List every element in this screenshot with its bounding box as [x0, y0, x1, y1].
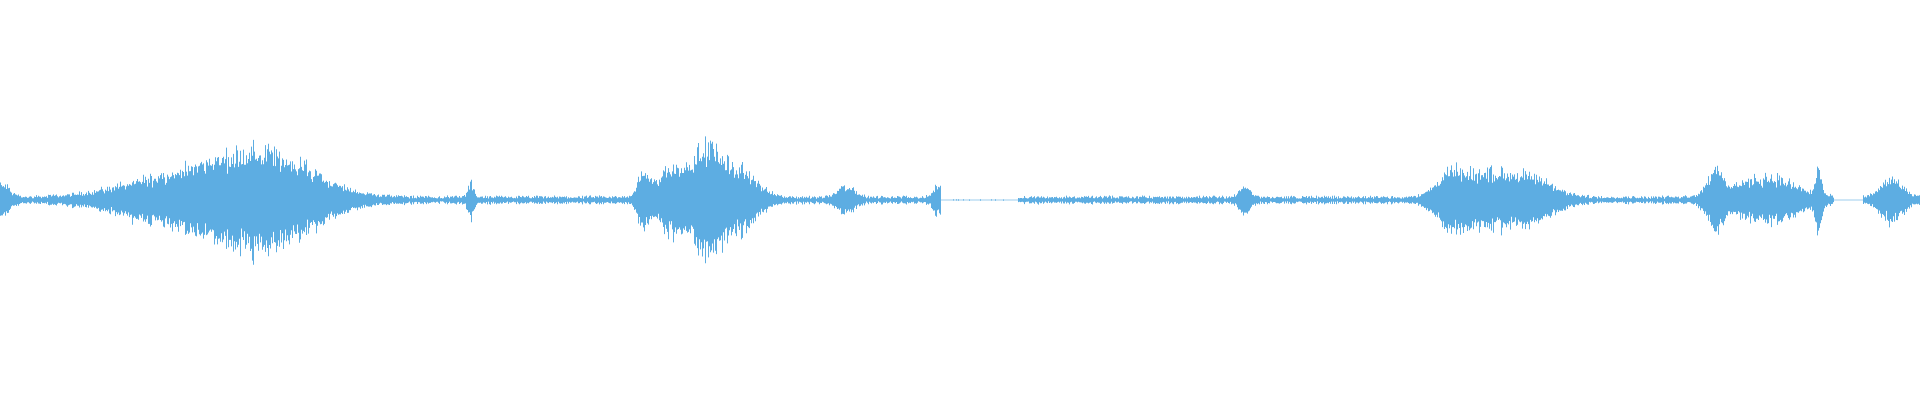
- waveform-amplitude: [0, 136, 1920, 265]
- waveform-bars: [0, 136, 1920, 265]
